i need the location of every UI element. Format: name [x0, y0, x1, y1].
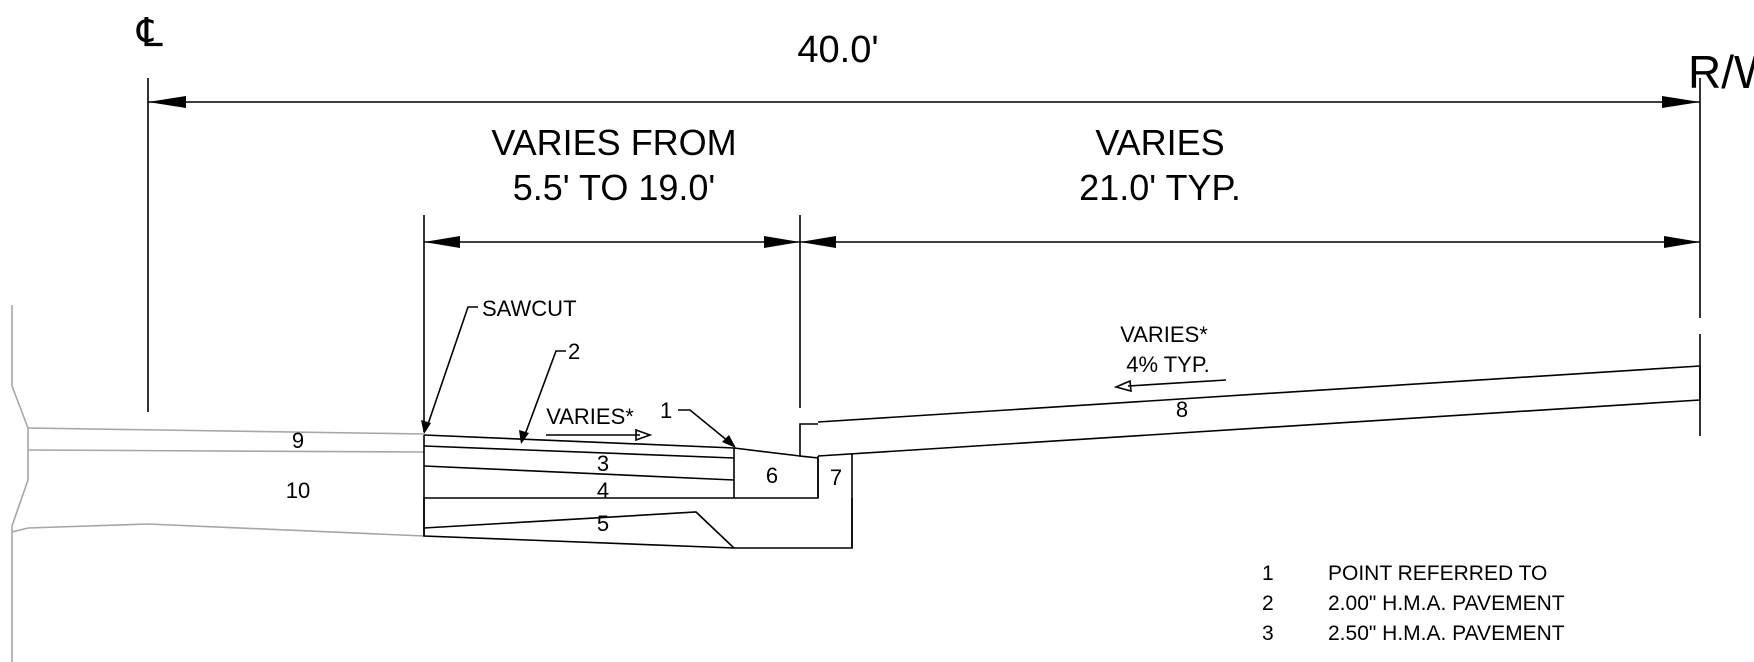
existing-base-bottom-left: [11, 527, 29, 533]
existing-surface-bottom: [27, 449, 425, 453]
right-span-text-1: VARIES: [1095, 122, 1224, 163]
left-span-text-1: VARIES FROM: [491, 122, 736, 163]
leader-1-arrowhead: [722, 435, 736, 448]
layer-8-top: [817, 365, 1701, 423]
right-span-arrow-right: [1664, 236, 1700, 248]
slope-right-arrow-line: [1127, 379, 1227, 387]
overall-arrow-left: [148, 96, 186, 108]
leader-2-arrowhead: [519, 430, 529, 444]
layer-2-top: [423, 434, 735, 449]
existing-edge-break: [11, 305, 29, 662]
slope-right-label-2: 4% TYP.: [1126, 352, 1210, 377]
layer-8-bottom: [817, 399, 1701, 457]
leader-2: [522, 350, 566, 441]
layer-number-9: 9: [292, 428, 304, 453]
layer-3-bottom: [423, 465, 735, 481]
layer-number-5: 5: [597, 511, 609, 536]
left-span-arrow-right: [764, 236, 800, 248]
sawcut-leader: [425, 306, 478, 431]
layer-number-6: 6: [766, 463, 778, 488]
sawcut-arrowhead: [421, 420, 431, 434]
legend-text-1: POINT REFERRED TO: [1328, 562, 1547, 585]
layer-number-8: 8: [1176, 397, 1188, 422]
legend-num-2: 2: [1262, 592, 1274, 615]
layer-number-7: 7: [830, 465, 842, 490]
left-span-arrow-left: [424, 236, 460, 248]
layer-5-outline: [423, 498, 853, 549]
existing-surface-top: [27, 427, 425, 435]
legend-num-3: 3: [1262, 622, 1274, 645]
leader-2-label: 2: [568, 339, 580, 364]
right-span-arrow-left: [800, 236, 836, 248]
overall-arrow-right: [1662, 96, 1700, 108]
slope-right-arrowhead: [1113, 379, 1132, 393]
centerline-symbol: ℄: [136, 11, 163, 55]
gutter-top: [733, 447, 801, 457]
slope-left-arrowhead: [635, 428, 653, 442]
right-span-text-2: 21.0' TYP.: [1079, 167, 1241, 208]
legend-text-2: 2.00" H.M.A. PAVEMENT: [1328, 592, 1565, 615]
legend-text-3: 2.50" H.M.A. PAVEMENT: [1328, 622, 1565, 645]
layer-number-10: 10: [286, 478, 310, 503]
leader-1-label: 1: [660, 398, 672, 423]
slope-right-label-1: VARIES*: [1120, 322, 1208, 347]
leader-1: [678, 409, 735, 447]
layer-5-top: [423, 511, 735, 549]
sawcut-label: SAWCUT: [482, 296, 577, 321]
left-span-text-2: 5.5' TO 19.0': [513, 167, 716, 208]
overall-dimension-text: 40.0': [797, 29, 878, 71]
slope-left-label: VARIES*: [546, 404, 634, 429]
legend-num-1: 1: [1262, 562, 1274, 585]
row-label: R/W: [1688, 46, 1754, 98]
layer-number-4: 4: [597, 478, 609, 503]
existing-base-bottom: [27, 523, 425, 537]
layer-2-bottom: [423, 445, 735, 459]
layer-number-3: 3: [597, 451, 609, 476]
